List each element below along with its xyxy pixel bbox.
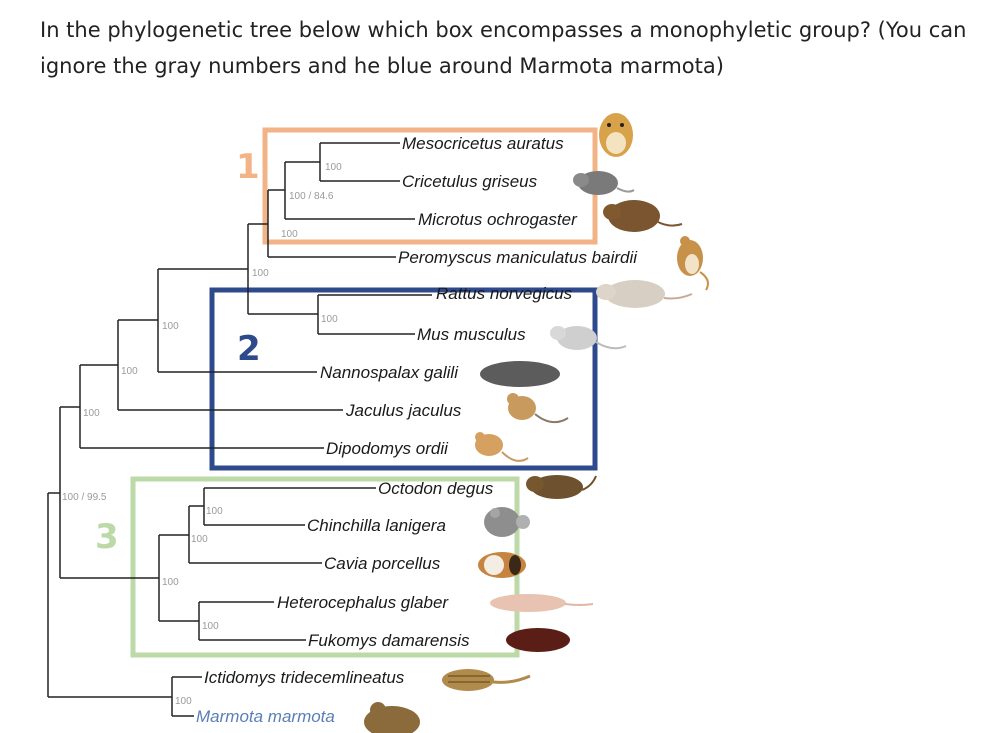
taxon-label: Dipodomys ordii — [326, 439, 449, 458]
support-value: 100 / 84.6 — [289, 191, 334, 202]
support-value: 100 — [325, 162, 342, 173]
hamster-icon — [573, 171, 635, 195]
mole-rat-icon — [480, 361, 560, 387]
damaraland-mole-rat-icon — [506, 628, 570, 652]
support-values: 100 100 / 84.6 100 100 100 100 100 100 1… — [62, 162, 342, 707]
taxon-label: Octodon degus — [378, 479, 494, 498]
box-2 — [209, 287, 598, 471]
taxon-label: Heterocephalus glaber — [277, 593, 449, 612]
naked-mole-rat-icon — [490, 594, 594, 612]
question-text: In the phylogenetic tree below which box… — [40, 18, 967, 78]
support-value: 100 / 99.5 — [62, 492, 107, 503]
taxon-label: Jaculus jaculus — [345, 401, 462, 420]
jerboa-icon — [507, 393, 569, 424]
taxon-labels: Mesocricetus auratus Cricetulus griseus … — [196, 134, 638, 726]
support-value: 100 — [83, 408, 100, 419]
box-3-number: 3 — [95, 517, 119, 557]
marmot-icon — [364, 702, 420, 733]
degu-icon — [526, 475, 597, 499]
support-value: 100 — [162, 577, 179, 588]
taxon-label: Rattus norvegicus — [436, 284, 573, 303]
taxon-label: Microtus ochrogaster — [418, 210, 578, 229]
support-value: 100 — [281, 229, 298, 240]
taxon-label: Ictidomys tridecemlineatus — [204, 668, 405, 687]
support-value: 100 — [202, 621, 219, 632]
chinchilla-icon — [484, 507, 530, 537]
support-value: 100 — [162, 321, 179, 332]
box-2-number: 2 — [237, 329, 261, 369]
taxon-label: Cricetulus griseus — [402, 172, 538, 191]
taxon-label: Cavia porcellus — [324, 554, 441, 573]
hamster-icon — [599, 113, 633, 157]
taxon-label-marmota: Marmota marmota — [196, 707, 335, 726]
support-value: 100 — [191, 534, 208, 545]
vole-icon — [603, 200, 683, 232]
support-value: 100 — [252, 268, 269, 279]
mouse-icon — [550, 326, 627, 350]
guinea-pig-icon — [478, 552, 526, 578]
taxon-label: Mus musculus — [417, 325, 526, 344]
taxon-label: Chinchilla lanigera — [307, 516, 446, 535]
taxon-label: Nannospalax galili — [320, 363, 459, 382]
taxon-label: Fukomys damarensis — [308, 631, 470, 650]
ground-squirrel-icon — [442, 669, 531, 691]
taxon-label: Mesocricetus auratus — [402, 134, 564, 153]
support-value: 100 — [175, 696, 192, 707]
support-value: 100 — [206, 506, 223, 517]
box-1-number: 1 — [236, 147, 260, 187]
taxon-label: Peromyscus maniculatus bairdii — [398, 248, 638, 267]
support-value: 100 — [121, 366, 138, 377]
rat-icon — [596, 280, 693, 308]
kangaroo-rat-icon — [475, 432, 529, 462]
deer-mouse-icon — [677, 236, 709, 291]
tree-branches — [47, 142, 432, 717]
animal-icons — [364, 113, 709, 733]
support-value: 100 — [321, 314, 338, 325]
